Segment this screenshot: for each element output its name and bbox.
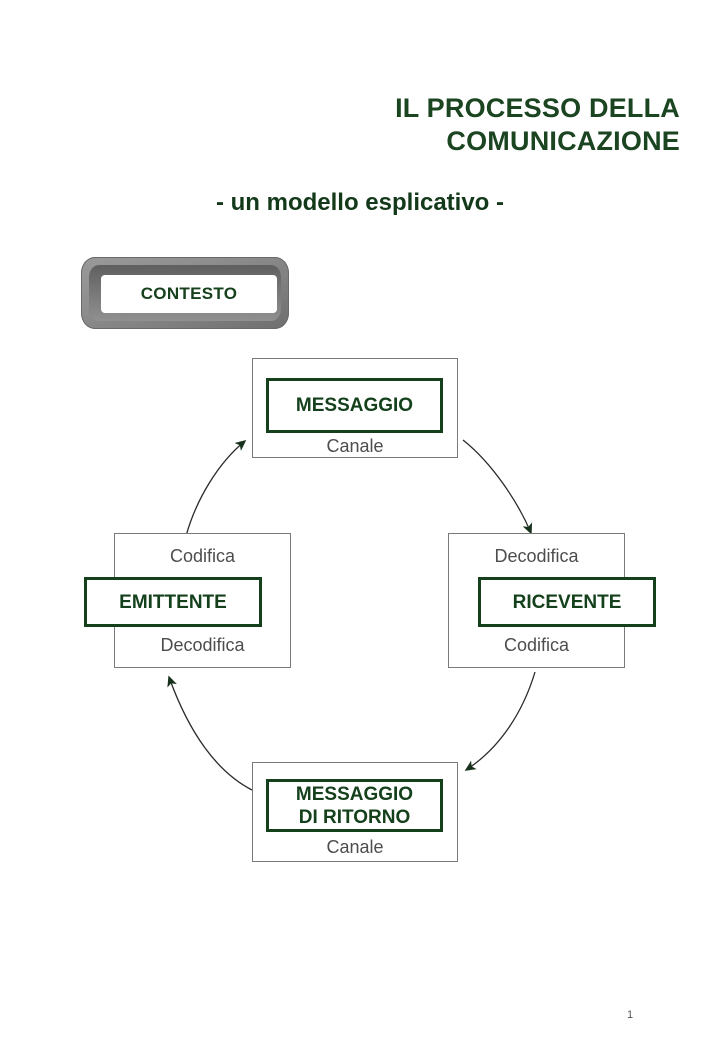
contesto-label: CONTESTO xyxy=(140,284,238,303)
contesto-plaque-face xyxy=(101,275,277,313)
receiver-label: RICEVENTE xyxy=(512,591,622,613)
sender-label: EMITTENTE xyxy=(119,591,227,613)
receiver-decode-caption: Decodifica xyxy=(494,546,579,566)
arrow-sender-to-message xyxy=(185,440,247,537)
arrow-return-message-to-sender xyxy=(167,675,253,791)
return-message-label: MESSAGGIO DI RITORNO xyxy=(295,783,414,828)
page-title: IL PROCESSO DELLA COMUNICAZIONE xyxy=(40,92,680,158)
receiver-encode-caption: Codifica xyxy=(503,635,570,655)
message-channel-caption: Canale xyxy=(326,436,384,456)
title-line-2: COMUNICAZIONE xyxy=(446,126,680,156)
page-subtitle: - un modello esplicativo - xyxy=(215,189,505,216)
sender-box: EMITTENTE xyxy=(84,577,262,627)
sender-decode-caption: Decodifica xyxy=(160,635,245,655)
message-label: MESSAGGIO xyxy=(295,395,414,416)
receiver-box: RICEVENTE xyxy=(478,577,656,627)
title-line-1: IL PROCESSO DELLA xyxy=(395,93,680,123)
return-message-channel-caption: Canale xyxy=(326,837,384,857)
sender-encode-caption: Codifica xyxy=(169,546,236,566)
message-box: MESSAGGIO xyxy=(266,378,443,433)
arrow-receiver-to-return-message xyxy=(464,671,536,771)
return-message-box: MESSAGGIO DI RITORNO xyxy=(266,779,443,832)
page-number: 1 xyxy=(626,1009,634,1021)
contesto-plaque: CONTESTO xyxy=(81,257,289,329)
arrow-message-to-receiver xyxy=(462,439,533,535)
